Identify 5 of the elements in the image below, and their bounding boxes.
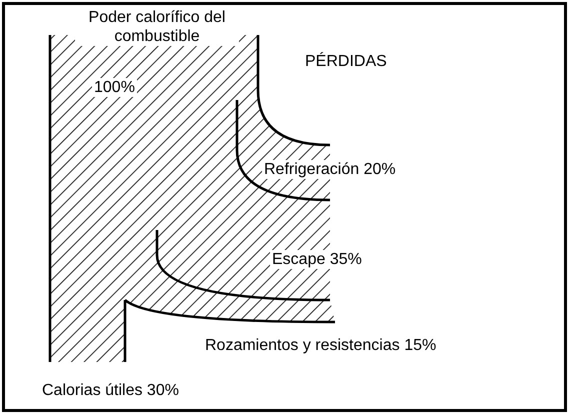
text-label: Refrigeración 20%	[262, 160, 398, 179]
text-label: 100%	[92, 78, 137, 97]
text-label: Poder calorífico del combustible	[75, 8, 239, 46]
text-label: Escape 35%	[270, 250, 364, 269]
text-label: Rozamientos y resistencias 15%	[203, 336, 438, 355]
